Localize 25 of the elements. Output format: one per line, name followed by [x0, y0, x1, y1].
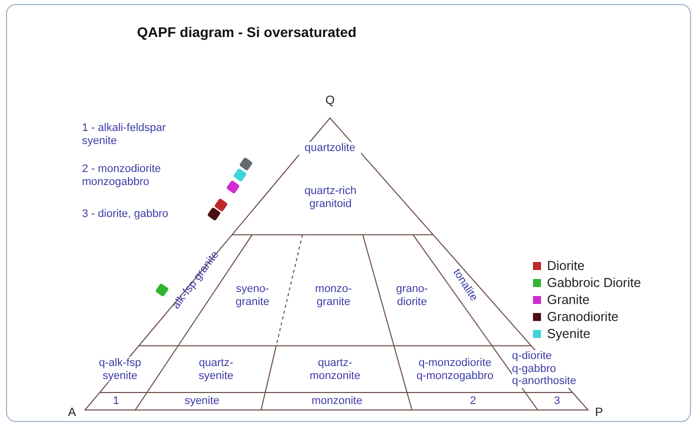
field-label: quartzolite [299, 142, 361, 154]
field-label: monzo- granite [314, 283, 353, 308]
field-number: 2 [468, 395, 478, 408]
legend-label: Granodiorite [547, 309, 619, 324]
field-label: quartz- monzonite [308, 357, 362, 382]
field-label: syenite [184, 395, 220, 408]
field-label: quartz- syenite [198, 357, 234, 382]
vertex-label: A [66, 406, 77, 418]
legend-label: Gabbroic Diorite [547, 275, 641, 290]
field-label: grano- diorite [395, 283, 429, 308]
legend-label: Granite [547, 292, 590, 307]
legend-label: Diorite [547, 258, 585, 273]
field-number: 1 [112, 395, 120, 408]
vertex-label: P [594, 406, 604, 418]
field-number: 3 [552, 395, 562, 408]
field-label: monzonite [310, 395, 364, 408]
note-text: 3 - diorite, gabbro [82, 208, 170, 220]
field-label: quartz-rich granitoid [304, 185, 358, 210]
note-text: 2 - monzodiorite monzogabbro [82, 163, 162, 188]
legend-label: Syenite [547, 326, 590, 341]
field-label: syeno- granite [234, 283, 270, 308]
field-label: q-monzodiorite q-monzogabbro [415, 357, 495, 382]
title: QAPF diagram - Si oversaturated [137, 24, 356, 40]
vertex-label: Q [324, 94, 336, 106]
note-text: 1 - alkali-feldspar syenite [82, 122, 167, 147]
